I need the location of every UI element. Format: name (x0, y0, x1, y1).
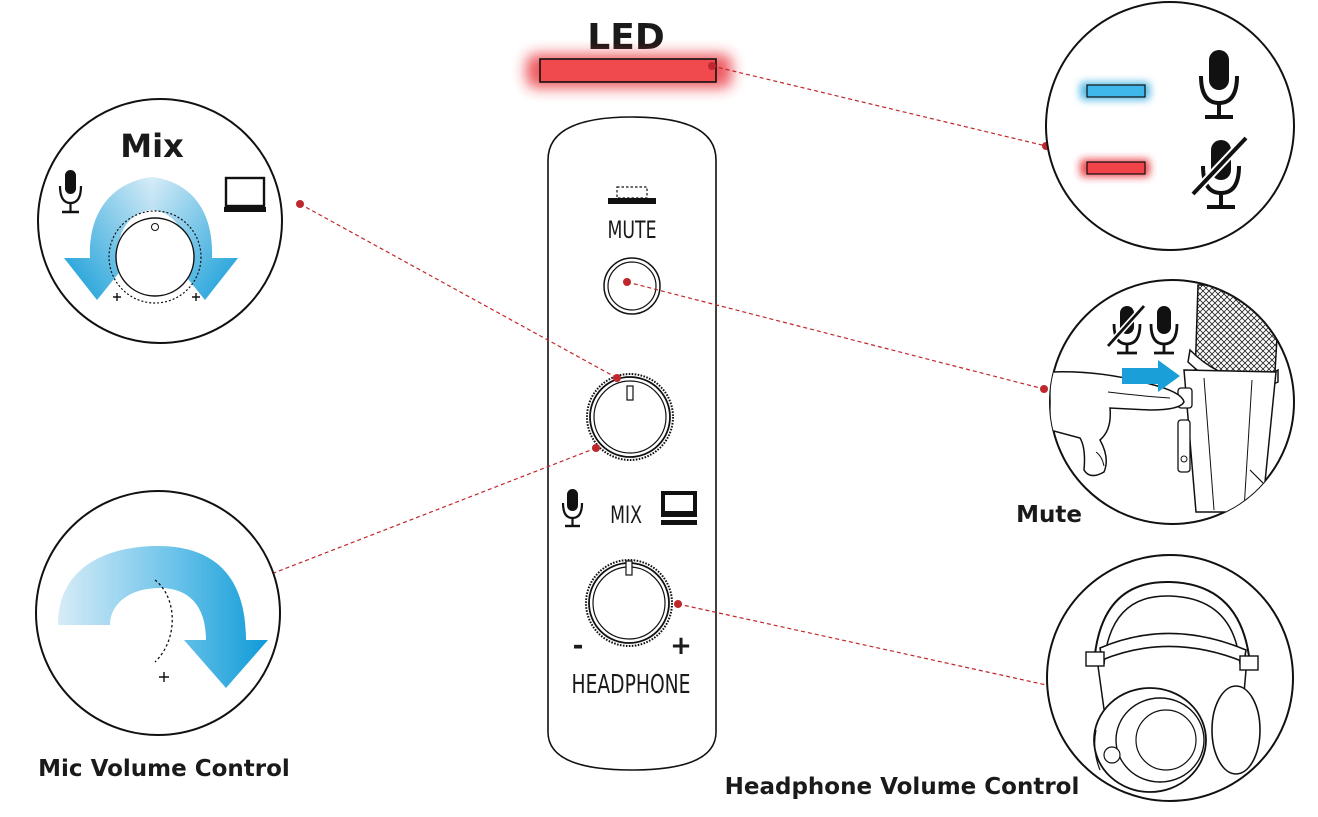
mix-callout: Mix (37, 98, 283, 344)
mic-volume-arrow (58, 546, 268, 688)
mic-volume-callout (35, 490, 281, 736)
mix-right-arrow (152, 177, 238, 300)
mix-left-arrow (64, 177, 152, 300)
microphone-muted-icon (1105, 303, 1147, 355)
led-red-state (1086, 161, 1146, 175)
mute-switch-symbol (608, 186, 656, 204)
minus-label: - (573, 631, 584, 661)
mic-volume-caption: Mic Volume Control (38, 756, 290, 782)
plus-icon (159, 672, 169, 682)
led-blue-state (1086, 84, 1146, 98)
microphone-muted-icon (1190, 135, 1249, 209)
monitor-icon (224, 176, 266, 212)
microphone-illustration (1050, 284, 1281, 513)
headphone-knob[interactable] (585, 559, 673, 647)
mix-callout-title: Mix (120, 127, 184, 165)
mute-callout (1049, 279, 1295, 525)
mute-caption: Mute (1016, 502, 1082, 528)
plus-label: + (670, 631, 692, 661)
microphone-icon (1149, 306, 1179, 355)
mix-row: MIX (561, 489, 697, 529)
led-states-callout (1045, 1, 1295, 251)
led-bar (539, 58, 717, 83)
headphones-illustration (1085, 580, 1261, 793)
headphone-callout (1046, 554, 1294, 802)
microphone-icon (561, 489, 584, 528)
plus-icon (113, 293, 200, 301)
device-body: MUTE MIX (547, 116, 717, 771)
led-indicator: LED (526, 17, 732, 88)
headphone-device-label: HEADPHONE (572, 670, 691, 700)
headphone-volume-caption: Headphone Volume Control (725, 774, 1080, 800)
microphone-icon (58, 170, 83, 214)
mix-device-label: MIX (610, 501, 642, 529)
microphone-icon (1199, 50, 1239, 119)
led-label: LED (587, 17, 664, 58)
monitor-icon (661, 491, 697, 525)
mute-button[interactable] (603, 257, 661, 315)
mix-knob[interactable] (586, 373, 674, 461)
mute-device-label: MUTE (607, 216, 656, 244)
